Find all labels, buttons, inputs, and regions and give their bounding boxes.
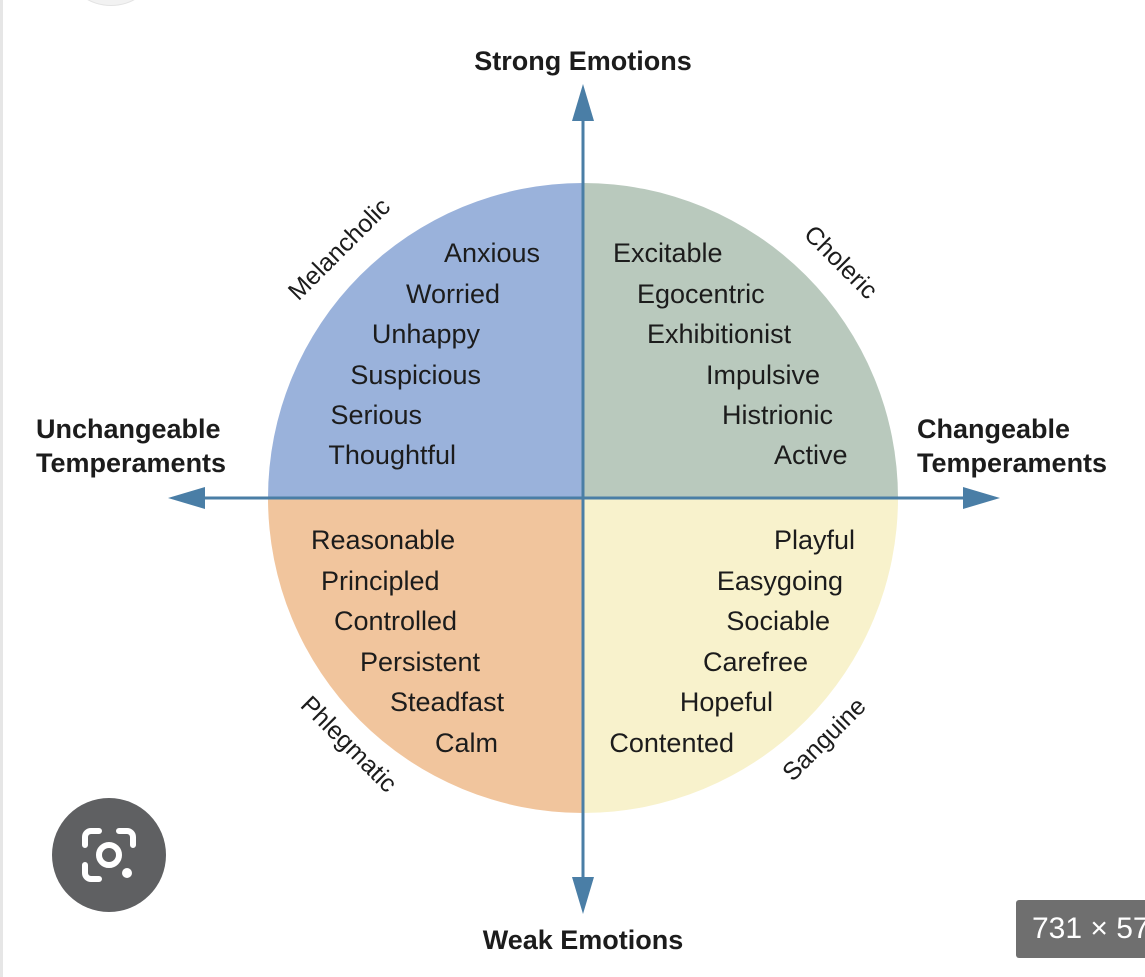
viewer-edge [0, 0, 3, 977]
arrow-left-icon [168, 487, 205, 509]
trait: Impulsive [706, 360, 820, 390]
trait: Worried [406, 279, 500, 309]
arrow-down-icon [572, 877, 594, 914]
trait: Histrionic [722, 400, 833, 430]
trait: Hopeful [680, 687, 773, 717]
trait: Steadfast [390, 687, 505, 717]
trait: Persistent [360, 647, 481, 677]
trait: Serious [330, 400, 422, 430]
trait: Anxious [444, 238, 540, 268]
trait: Sociable [726, 606, 830, 636]
quadrant-sanguine [583, 498, 898, 813]
axis-label-bottom: Weak Emotions [483, 925, 684, 955]
trait: Exhibitionist [647, 319, 792, 349]
axes [168, 84, 1000, 914]
arrow-up-icon [572, 84, 594, 121]
trait: Contented [609, 728, 734, 758]
traits-phlegmatic: Reasonable Principled Controlled Persist… [311, 525, 505, 758]
traits-sanguine: Playful Easygoing Sociable Carefree Hope… [609, 525, 855, 758]
trait: Thoughtful [328, 440, 456, 470]
axis-label-right-line2: Temperaments [917, 448, 1107, 478]
trait: Reasonable [311, 525, 455, 555]
trait: Unhappy [372, 319, 481, 349]
trait: Controlled [334, 606, 457, 636]
camera-search-icon [82, 828, 136, 882]
trait: Calm [435, 728, 498, 758]
trait: Easygoing [717, 566, 843, 596]
arrow-right-icon [963, 487, 1000, 509]
image-size-badge: 731 × 57 [1016, 900, 1145, 958]
trait: Active [774, 440, 848, 470]
traits-choleric: Excitable Egocentric Exhibitionist Impul… [613, 238, 848, 470]
traits-melancholic: Anxious Worried Unhappy Suspicious Serio… [328, 238, 540, 470]
trait: Playful [774, 525, 855, 555]
quadrant-choleric [583, 183, 898, 498]
axis-label-left-line2: Temperaments [36, 448, 226, 478]
quadrant-phlegmatic [268, 498, 583, 813]
trait: Suspicious [350, 360, 481, 390]
trait: Principled [321, 566, 440, 596]
trait: Carefree [703, 647, 808, 677]
axis-label-right-line1: Changeable [917, 414, 1070, 444]
trait: Excitable [613, 238, 723, 268]
quadrant-melancholic [268, 183, 583, 498]
axis-label-left-line1: Unchangeable [36, 414, 221, 444]
trait: Egocentric [637, 279, 765, 309]
axis-label-top: Strong Emotions [474, 46, 692, 76]
google-lens-button[interactable] [52, 798, 166, 912]
